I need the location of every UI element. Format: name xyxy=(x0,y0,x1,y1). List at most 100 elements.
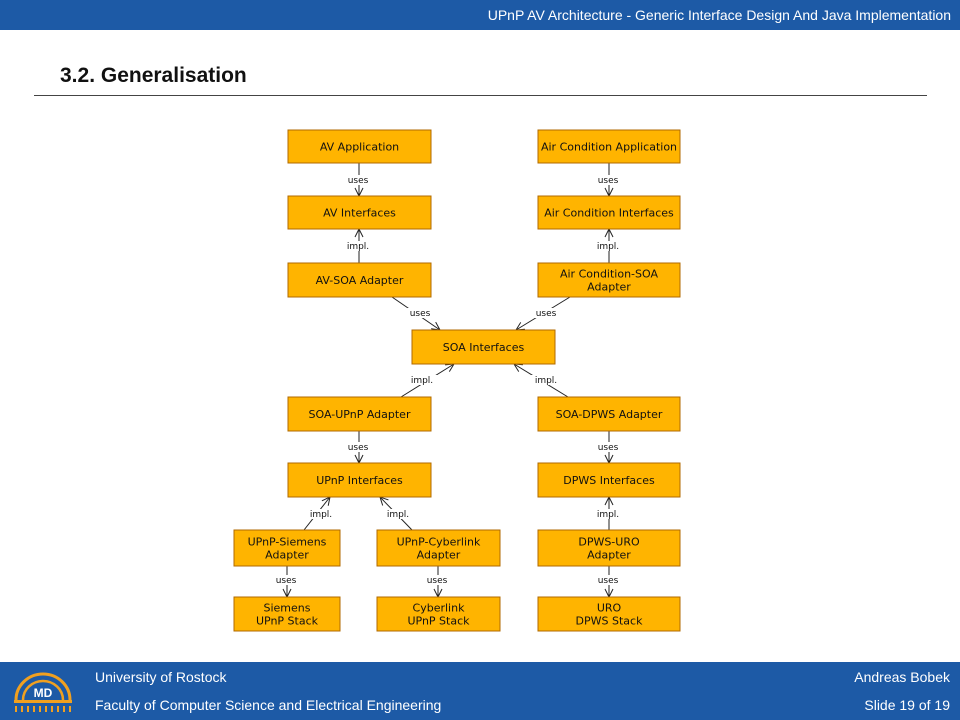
box-label: UPnP-Siemens xyxy=(248,536,327,549)
edge-label-background xyxy=(345,175,371,185)
box-shape xyxy=(287,195,432,230)
edge-label-background xyxy=(595,442,621,452)
box-ac-app: Air Condition Application xyxy=(537,129,681,164)
box-shape xyxy=(537,462,681,498)
box-shape xyxy=(537,129,681,164)
box-label: Adapter xyxy=(417,549,461,562)
box-label: DPWS Interfaces xyxy=(563,474,655,487)
box-shape xyxy=(537,596,681,632)
edge-label: uses xyxy=(348,176,369,186)
author-name: Andreas Bobek xyxy=(854,669,950,685)
box-label: AV Interfaces xyxy=(323,207,396,220)
edge-label: uses xyxy=(348,443,369,453)
box-label: UPnP Stack xyxy=(407,615,470,628)
box-label: DPWS-URO xyxy=(578,536,640,549)
box-label: Adapter xyxy=(265,549,309,562)
edge-label: impl. xyxy=(535,376,557,386)
edge-label: uses xyxy=(276,576,297,586)
box-soa-upnp: SOA-UPnP Adapter xyxy=(287,396,432,432)
edge-label: impl. xyxy=(310,510,332,520)
box-shape xyxy=(376,596,501,632)
slide-number: Slide 19 of 19 xyxy=(864,697,950,713)
title-divider xyxy=(34,95,927,96)
edge-label-background xyxy=(595,175,621,185)
architecture-diagram: uses uses impl. impl. uses uses impl. impl. uses… xyxy=(233,129,681,632)
edge-label: uses xyxy=(598,576,619,586)
boxes-layer: AV Application Air Condition ApplicationA… xyxy=(233,129,681,632)
box-av-if: AV Interfaces xyxy=(287,195,432,230)
edge-label-background xyxy=(345,442,371,452)
edge-label-background xyxy=(305,509,337,519)
box-label: Siemens xyxy=(264,602,311,615)
box-label: Cyberlink xyxy=(413,602,466,615)
edge-label-background xyxy=(592,509,624,519)
edge-label-background xyxy=(533,308,559,318)
box-label: Air Condition-SOA xyxy=(560,268,659,281)
box-label: SOA-UPnP Adapter xyxy=(309,408,411,421)
presentation-title: UPnP AV Architecture - Generic Interface… xyxy=(487,7,951,23)
edge-label: impl. xyxy=(347,242,369,252)
edge-label: impl. xyxy=(411,376,433,386)
box-soa-dpws: SOA-DPWS Adapter xyxy=(537,396,681,432)
box-shape xyxy=(411,329,556,365)
edge-label: uses xyxy=(427,576,448,586)
box-label: Air Condition Interfaces xyxy=(544,207,674,220)
edge-label: impl. xyxy=(597,242,619,252)
box-shape xyxy=(376,529,501,567)
box-upnp-if: UPnP Interfaces xyxy=(287,462,432,498)
edge-label: uses xyxy=(410,309,431,319)
box-shape xyxy=(233,596,341,632)
box-shape xyxy=(537,195,681,230)
box-label: AV-SOA Adapter xyxy=(316,274,404,287)
box-label: Adapter xyxy=(587,281,631,294)
edge-label: uses xyxy=(598,443,619,453)
edge-label: impl. xyxy=(597,510,619,520)
edge-label-background xyxy=(424,575,450,585)
edge-label-background xyxy=(530,375,562,385)
edge-label-background xyxy=(342,241,374,251)
edge-label-background xyxy=(592,241,624,251)
box-dpws-if: DPWS Interfaces xyxy=(537,462,681,498)
box-shape xyxy=(537,262,681,298)
box-shape xyxy=(287,396,432,432)
box-label: SOA Interfaces xyxy=(443,341,525,354)
edge-label-background xyxy=(273,575,299,585)
box-label: AV Application xyxy=(320,141,399,154)
box-shape xyxy=(287,262,432,298)
box-label: Air Condition Application xyxy=(541,141,677,154)
edge-label-background xyxy=(382,509,414,519)
edge-label: uses xyxy=(598,176,619,186)
edges-layer: uses uses impl. impl. uses uses impl. impl. uses… xyxy=(273,163,624,597)
box-av-app: AV Application xyxy=(287,129,432,164)
box-av-soa: AV-SOA Adapter xyxy=(287,262,432,298)
box-label: UPnP Stack xyxy=(256,615,319,628)
faculty-name: Faculty of Computer Science and Electric… xyxy=(95,697,442,713)
box-shape xyxy=(287,129,432,164)
edge-label-background xyxy=(406,375,438,385)
box-shape xyxy=(537,529,681,567)
edge-label: uses xyxy=(536,309,557,319)
box-shape xyxy=(233,529,341,567)
edge-label-background xyxy=(595,575,621,585)
box-label: DPWS Stack xyxy=(576,615,644,628)
box-ac-if: Air Condition Interfaces xyxy=(537,195,681,230)
edge-label-background xyxy=(407,308,433,318)
university-name: University of Rostock xyxy=(95,669,227,685)
university-logo-icon: MD xyxy=(14,672,72,712)
header-bar: UPnP AV Architecture - Generic Interface… xyxy=(0,0,960,30)
slide-title: 3.2. Generalisation xyxy=(60,64,247,87)
box-label: UPnP-Cyberlink xyxy=(397,536,481,549)
box-shape xyxy=(287,462,432,498)
box-label: SOA-DPWS Adapter xyxy=(556,408,663,421)
edge-label: impl. xyxy=(387,510,409,520)
box-label: Adapter xyxy=(587,549,631,562)
box-shape xyxy=(537,396,681,432)
box-soa-if: SOA Interfaces xyxy=(411,329,556,365)
box-label: URO xyxy=(597,602,622,615)
